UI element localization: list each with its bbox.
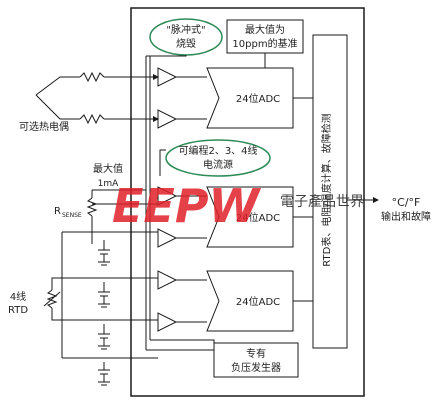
- thermocouple-wiring: [35, 71, 159, 125]
- max-ref-label: 最大值为: [245, 23, 285, 36]
- burnout-sublabel: 烧毁: [176, 37, 196, 50]
- negative-voltage-generator: 专有 负压发生器: [213, 342, 299, 378]
- amp-1: [157, 67, 178, 87]
- amp-4: [157, 228, 178, 248]
- output-unit-label: °C/°F: [392, 196, 421, 209]
- adc-3-label: 24位ADC: [236, 295, 280, 308]
- dsp-block: RTD表、电阻/温度计算、故障检测: [312, 34, 348, 349]
- pulse-burnout-bubble: "脉冲式" 烧毁: [149, 18, 223, 56]
- adc-3: 24位ADC: [206, 270, 294, 332]
- amp-to-adc-wires: [145, 55, 215, 360]
- rtd-4wire-label: 4线: [10, 290, 26, 303]
- r-sense-sub: SENSE: [62, 212, 82, 219]
- output-text-label: 输出和故障: [381, 210, 431, 223]
- negative-gen-label: 专有: [246, 347, 266, 360]
- adc-2-label: 24位ADC: [236, 211, 280, 224]
- programmable-label: 可编程2、3、4线: [178, 144, 257, 157]
- pulse-burnout-label: "脉冲式": [166, 23, 205, 36]
- amp-3: [157, 186, 178, 206]
- chip-outline: [130, 7, 365, 397]
- eepw-watermark: EEPW 電子產品世界: [112, 179, 364, 233]
- amp-2: [157, 109, 178, 129]
- watermark-cn: 電子產品世界: [280, 193, 364, 210]
- amplifiers: [157, 67, 178, 332]
- ref-sublabel: 10ppm的基准: [232, 37, 297, 50]
- watermark-logo: EEPW: [112, 179, 262, 233]
- adc-1-label: 24位ADC: [236, 92, 280, 105]
- dsp-label: RTD表、电阻/温度计算、故障检测: [320, 113, 333, 266]
- negative-gen-sublabel: 负压发生器: [231, 361, 281, 374]
- adc-1: 24位ADC: [206, 67, 294, 129]
- max-value-label: 最大值: [93, 162, 123, 175]
- thermocouple-label: 可选热电偶: [19, 120, 69, 133]
- reference-box: 最大值为 10ppm的基准: [226, 19, 304, 54]
- adc-to-dsp-wires: [264, 53, 313, 302]
- current-source-label: 电流源: [203, 158, 233, 171]
- amp-6: [157, 312, 178, 332]
- adc-2: 24位ADC: [206, 186, 294, 248]
- r-sense-label: R: [54, 206, 61, 217]
- current-1ma-label: 1mA: [98, 179, 119, 189]
- rtd-wiring: [43, 189, 158, 386]
- current-source-bubble: 可编程2、3、4线 电流源: [165, 139, 271, 177]
- amp-5: [157, 270, 178, 290]
- rtd-label: RTD: [8, 305, 28, 316]
